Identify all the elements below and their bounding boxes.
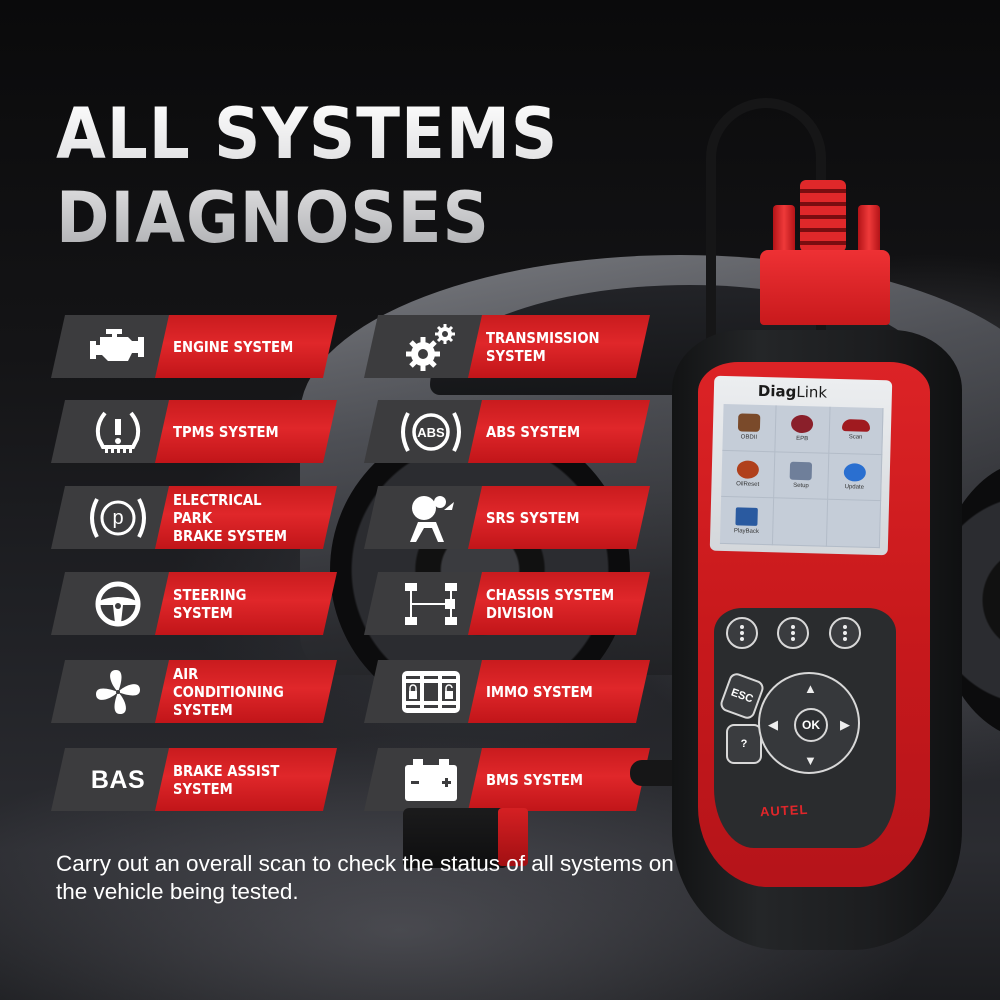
menu-item-scan[interactable]: Scan xyxy=(828,406,884,455)
obdii-icon xyxy=(738,413,761,433)
update-icon xyxy=(843,463,866,482)
system-item-air-conditioning: AIR CONDITIONING SYSTEM xyxy=(51,660,337,723)
gears-icon xyxy=(386,323,476,371)
epb-icon xyxy=(791,415,814,434)
ok-key[interactable]: OK xyxy=(794,708,828,742)
menu-item-update[interactable]: Update xyxy=(827,453,883,502)
menu-item-obdii[interactable]: OBDII xyxy=(722,403,777,452)
menu-item-oilreset[interactable]: OilReset xyxy=(721,450,776,499)
down-arrow-key[interactable]: ▼ xyxy=(804,753,817,768)
menu-item-setup[interactable]: Setup xyxy=(774,451,829,501)
system-label: TPMS SYSTEM xyxy=(173,422,279,441)
battery-icon xyxy=(386,756,476,804)
autel-logo: AUTEL xyxy=(759,801,809,820)
system-item-engine: ENGINE SYSTEM xyxy=(51,315,337,378)
system-label: ABS SYSTEM xyxy=(486,422,581,441)
menu-item-epb[interactable]: EPB xyxy=(775,405,831,454)
system-item-tpms: TPMS SYSTEM xyxy=(51,400,337,463)
headline-line-1: ALL SYSTEMS xyxy=(56,93,559,175)
menu-item-playback[interactable]: PlayBack xyxy=(719,497,775,546)
system-item-bms: BMS SYSTEM xyxy=(364,748,650,811)
immobilizer-icon xyxy=(386,668,476,716)
chassis-icon xyxy=(386,580,476,628)
airbag-icon xyxy=(386,494,476,542)
system-label: STEERING SYSTEM xyxy=(173,585,247,622)
headline: ALL SYSTEMS DIAGNOSES xyxy=(56,92,558,260)
system-label: TRANSMISSION SYSTEM xyxy=(486,328,600,365)
system-item-brake-assist: BAS BRAKE ASSIST SYSTEM xyxy=(51,748,337,811)
system-item-abs: ABS ABS SYSTEM xyxy=(364,400,650,463)
screen-title: DiagLink xyxy=(757,381,828,402)
svg-text:ABS: ABS xyxy=(417,425,445,440)
wrench-gear-icon xyxy=(790,461,813,481)
system-label: BMS SYSTEM xyxy=(486,770,584,789)
right-arrow-key[interactable]: ▶ xyxy=(840,717,850,732)
fan-icon xyxy=(73,668,163,716)
system-item-chassis: CHASSIS SYSTEM DIVISION xyxy=(364,572,650,635)
system-label: ENGINE SYSTEM xyxy=(173,337,294,356)
svg-text:p: p xyxy=(112,507,123,529)
bas-text-icon: BAS xyxy=(90,765,146,794)
system-label: SRS SYSTEM xyxy=(486,508,580,527)
function-key-1[interactable] xyxy=(726,617,758,649)
description-text: Carry out an overall scan to check the s… xyxy=(56,851,674,904)
up-arrow-key[interactable]: ▲ xyxy=(804,681,817,696)
system-label: IMMO SYSTEM xyxy=(486,682,593,701)
connector-strain-relief xyxy=(800,180,846,252)
system-item-immo: IMMO SYSTEM xyxy=(364,660,650,723)
function-key-2[interactable] xyxy=(777,617,809,649)
car-icon xyxy=(841,419,871,433)
system-item-transmission: TRANSMISSION SYSTEM xyxy=(364,315,650,378)
device-screen: DiagLink OBDII EPB Scan OilReset Setup U… xyxy=(709,375,893,556)
function-key-3[interactable] xyxy=(829,617,861,649)
db15-connector xyxy=(760,250,890,325)
help-key[interactable]: ? xyxy=(726,724,762,764)
obd-connector xyxy=(403,808,528,868)
screen-menu-grid: OBDII EPB Scan OilReset Setup Update Pla… xyxy=(719,403,884,549)
abs-icon: ABS xyxy=(386,408,476,456)
system-item-srs: SRS SYSTEM xyxy=(364,486,650,549)
engine-icon xyxy=(73,323,163,371)
direction-pad: ▲ ▼ ◀ ▶ OK xyxy=(758,672,860,774)
oil-can-icon xyxy=(736,460,760,479)
steering-wheel-icon xyxy=(73,580,163,628)
park-brake-icon: p xyxy=(73,494,163,542)
left-arrow-key[interactable]: ◀ xyxy=(768,717,778,732)
system-label: BRAKE ASSIST SYSTEM xyxy=(173,761,280,798)
system-label: AIR CONDITIONING SYSTEM xyxy=(173,664,284,719)
headline-line-2: DIAGNOSES xyxy=(56,177,490,259)
playback-icon xyxy=(735,506,759,526)
system-item-electrical-park-brake: p ELECTRICAL PARK BRAKE SYSTEM xyxy=(51,486,337,549)
tpms-icon xyxy=(73,408,163,456)
system-label: ELECTRICAL PARK BRAKE SYSTEM xyxy=(173,490,288,545)
system-label: CHASSIS SYSTEM DIVISION xyxy=(486,585,615,622)
system-item-steering: STEERING SYSTEM xyxy=(51,572,337,635)
